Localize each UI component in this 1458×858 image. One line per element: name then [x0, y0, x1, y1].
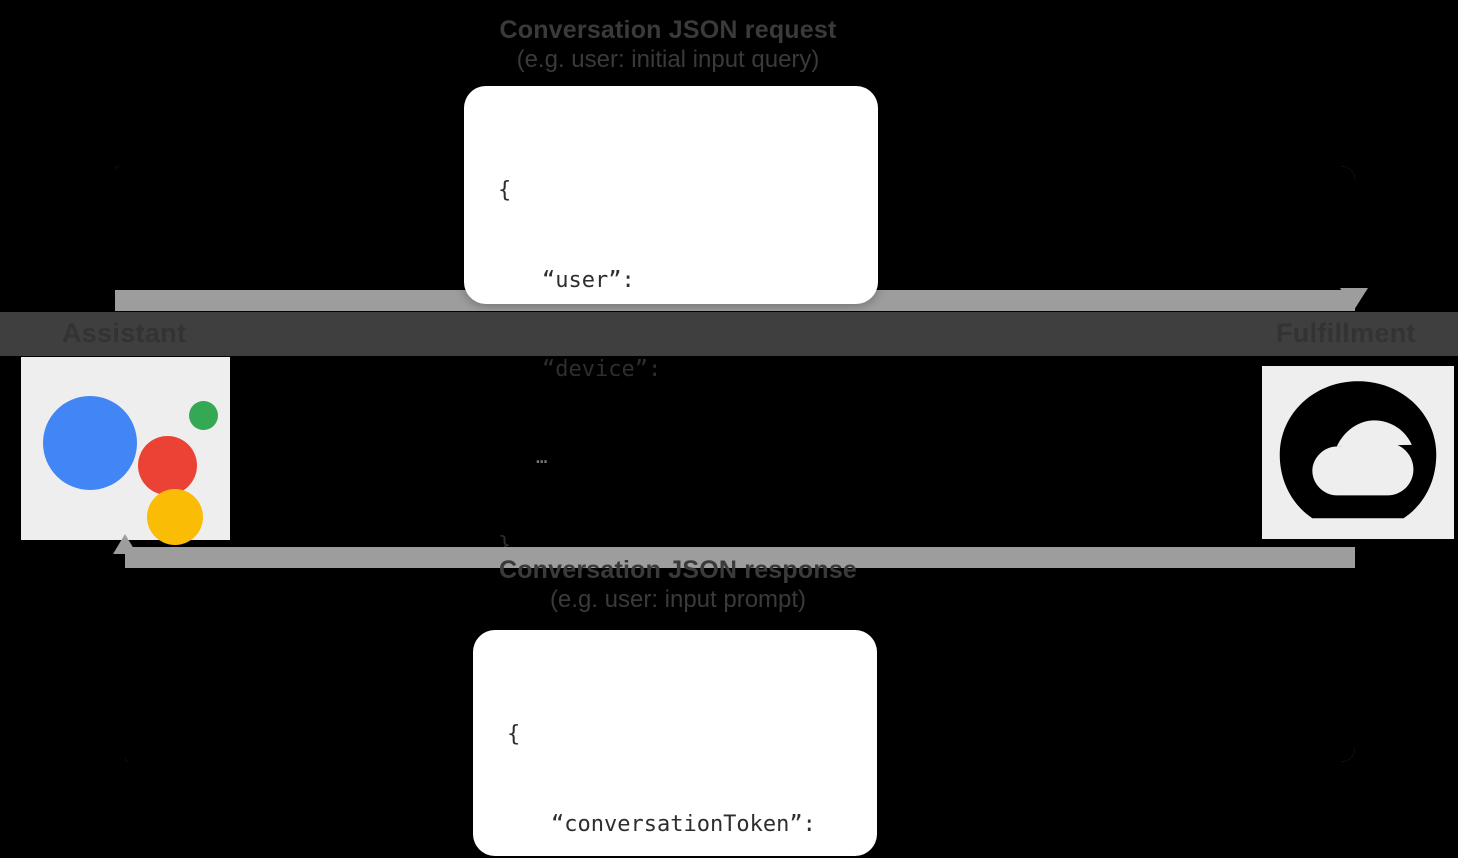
- endpoint-label-strip: [0, 312, 1458, 356]
- response-subtitle: (e.g. user: input prompt): [549, 585, 807, 613]
- request-title: Conversation JSON request: [499, 16, 837, 44]
- fulfillment-label: Fulfillment: [1276, 318, 1416, 348]
- request-json-ellipsis: …: [536, 445, 549, 468]
- fulfillment-tile: [1262, 366, 1454, 539]
- response-caption: Conversation JSON response (e.g. user: i…: [388, 556, 968, 614]
- request-json-card: { “user”: “device”: … }: [464, 86, 878, 558]
- request-json-open-brace: {: [498, 177, 512, 203]
- assistant-label: Assistant: [62, 318, 187, 348]
- request-json-key-device: “device”:: [542, 357, 662, 383]
- response-arrow-head-icon: [113, 534, 137, 554]
- request-json-key-user: “user”:: [542, 267, 635, 293]
- response-json-card: { “conversationToken”: “userStorage”: … …: [473, 630, 877, 856]
- request-subtitle: (e.g. user: initial input query): [516, 45, 820, 73]
- assistant-tile: [21, 357, 230, 545]
- response-json-open-brace: {: [507, 721, 521, 747]
- request-caption: Conversation JSON request (e.g. user: in…: [378, 16, 958, 74]
- response-title: Conversation JSON response: [498, 556, 858, 584]
- google-assistant-icon: [41, 374, 218, 545]
- assistant-blue-dot-icon: [42, 395, 137, 490]
- assistant-yellow-dot-icon: [146, 488, 203, 545]
- assistant-red-dot-icon: [137, 435, 197, 495]
- assistant-green-dot-icon: [188, 400, 218, 430]
- response-json-key-conversation-token: “conversationToken”:: [551, 811, 816, 837]
- request-arrow-head-icon: [1340, 288, 1368, 310]
- google-cloud-icon: [1279, 380, 1437, 518]
